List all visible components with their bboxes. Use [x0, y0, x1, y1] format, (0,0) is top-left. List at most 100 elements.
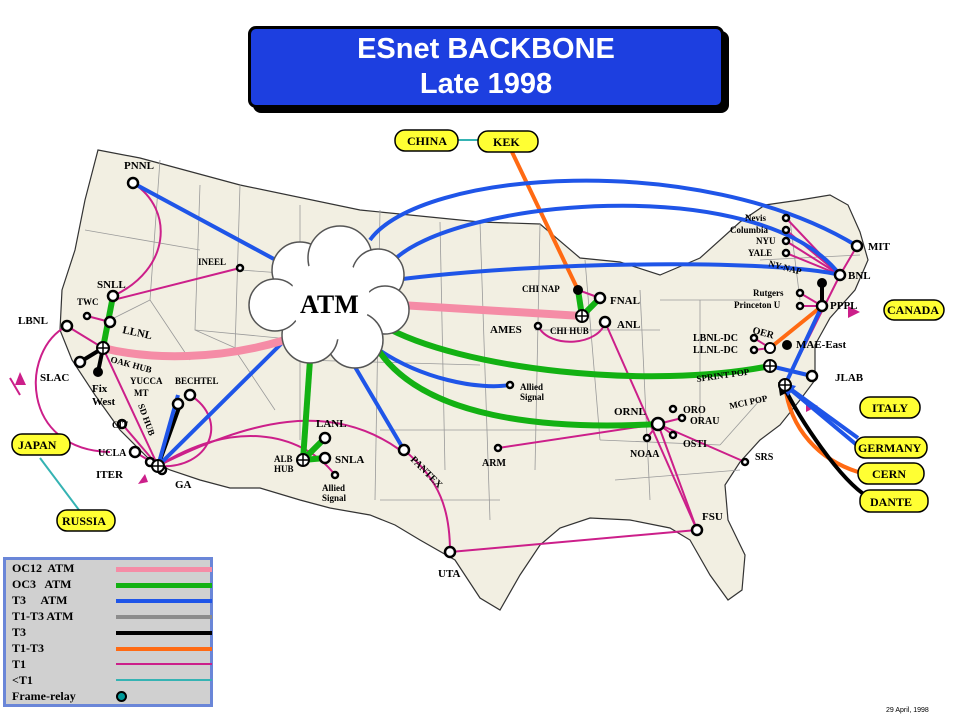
label-bnl: BNL — [848, 270, 871, 282]
intl-kek: KEK — [477, 130, 539, 153]
intl-japan: JAPAN — [11, 433, 71, 456]
oc3-atm-links — [100, 289, 771, 463]
legend: OC12 ATM OC3 ATM T3 ATM T1-T3 ATM T3 T1-… — [3, 557, 213, 707]
svg-text:CERN: CERN — [872, 467, 906, 481]
label-yucca-2: MT — [134, 388, 149, 398]
label-nevis: Nevis — [745, 213, 766, 223]
legend-swatch — [116, 615, 212, 619]
label-allied2-1: Allied — [520, 382, 543, 392]
hub-crosses — [97, 310, 791, 472]
label-osti: OSTI — [683, 439, 707, 450]
label-anl: ANL — [617, 319, 640, 331]
label-columbia: Columbia — [730, 225, 769, 235]
legend-label: T1-T3 — [12, 641, 45, 655]
atm-cloud — [248, 225, 410, 369]
label-allied1-1: Allied — [322, 483, 345, 493]
label-lanl: LANL — [316, 418, 347, 430]
oc12-atm-links — [102, 301, 583, 361]
title-banner: ESnet BACKBONE Late 1998 — [248, 26, 724, 108]
label-mae-east: MAE-East — [796, 339, 846, 351]
label-fnal: FNAL — [610, 295, 640, 307]
svg-text:ITALY: ITALY — [872, 401, 908, 415]
legend-swatch — [116, 599, 212, 603]
legend-label: T3 ATM — [12, 593, 68, 607]
label-alb-hub-1: ALB — [274, 454, 293, 464]
legend-row-t1t3: T1-T3 — [6, 640, 212, 656]
label-cit: CIT — [112, 420, 128, 430]
atm-cloud-label: ATM — [300, 290, 359, 319]
label-chi-hub: CHI HUB — [550, 326, 589, 336]
legend-row-t3: T3 — [6, 624, 212, 640]
legend-row-t1: T1 — [6, 656, 212, 672]
label-snll: SNLL — [97, 279, 126, 291]
label-ornl: ORNL — [614, 406, 646, 418]
svg-text:JAPAN: JAPAN — [18, 438, 57, 452]
label-jlab: JLAB — [835, 372, 864, 384]
date-stamp: 29 April, 1998 — [886, 707, 929, 714]
label-slac: SLAC — [40, 372, 69, 384]
svg-text:GERMANY: GERMANY — [858, 441, 922, 455]
us-landmass — [59, 149, 869, 611]
legend-row-frame-relay: Frame-relay — [6, 688, 210, 704]
title-line-2: Late 1998 — [419, 68, 553, 100]
label-srs: SRS — [755, 452, 774, 463]
label-snla: SNLA — [335, 454, 364, 466]
label-iter: ITER — [96, 469, 124, 481]
label-fix-west-1: Fix — [92, 383, 108, 395]
site-nodes — [60, 176, 864, 559]
intl-germany: GERMANY — [854, 436, 928, 459]
legend-swatch — [116, 647, 212, 651]
legend-row-t3-atm: T3 ATM — [6, 592, 212, 608]
legend-label: Frame-relay — [12, 689, 76, 703]
label-allied1-2: Signal — [322, 493, 347, 503]
legend-swatch — [116, 567, 212, 572]
intl-canada: CANADA — [883, 299, 945, 321]
label-allied2-2: Signal — [520, 392, 545, 402]
label-mit: MIT — [868, 241, 891, 253]
label-bechtel: BECHTEL — [175, 376, 219, 386]
label-pppl: PPPL — [830, 300, 858, 312]
label-ineel: INEEL — [198, 257, 226, 267]
intl-russia: RUSSIA — [56, 509, 116, 532]
label-yucca-1: YUCCA — [130, 376, 163, 386]
legend-row-lt1: <T1 — [6, 672, 212, 688]
label-rutgers: Rutgers — [753, 288, 784, 298]
legend-label: OC3 ATM — [12, 577, 72, 591]
svg-text:KEK: KEK — [493, 135, 520, 149]
label-lbnl: LBNL — [18, 315, 48, 327]
legend-swatch — [116, 583, 212, 588]
legend-swatch — [116, 663, 212, 665]
label-orau: ORAU — [690, 416, 719, 427]
label-ga: GA — [175, 479, 192, 491]
legend-label: T1-T3 ATM — [12, 609, 74, 623]
label-yale: YALE — [748, 248, 772, 258]
label-princeton: Princeton U — [734, 300, 781, 310]
svg-text:RUSSIA: RUSSIA — [62, 514, 106, 528]
svg-text:CHINA: CHINA — [407, 134, 447, 148]
legend-label: T3 — [12, 625, 27, 639]
label-pnnl: PNNL — [124, 160, 154, 172]
label-oro: ORO — [683, 405, 706, 416]
label-ames: AMES — [490, 324, 522, 336]
t3-atm-links — [132, 178, 860, 468]
label-noaa: NOAA — [630, 449, 660, 460]
label-alb-hub-2: HUB — [274, 464, 294, 474]
label-chi-nap: CHI NAP — [522, 284, 560, 294]
label-twc: TWC — [77, 297, 99, 307]
svg-text:DANTE: DANTE — [870, 495, 912, 509]
frame-relay-dot-icon — [116, 691, 127, 702]
filled-nodes — [93, 278, 827, 377]
intl-italy: ITALY — [859, 396, 921, 419]
label-lbnl-dc: LBNL-DC — [693, 333, 738, 344]
label-uta: UTA — [438, 568, 460, 580]
label-fsu: FSU — [702, 511, 723, 523]
label-nyu: NYU — [756, 236, 776, 246]
legend-label: OC12 ATM — [12, 561, 75, 575]
legend-row-t1t3-atm: T1-T3 ATM — [6, 608, 212, 624]
label-arm: ARM — [482, 458, 506, 469]
label-ucla: UCLA — [98, 448, 127, 459]
intl-china: CHINA — [394, 129, 459, 152]
intl-cern: CERN — [857, 462, 925, 485]
legend-swatch — [116, 631, 212, 635]
